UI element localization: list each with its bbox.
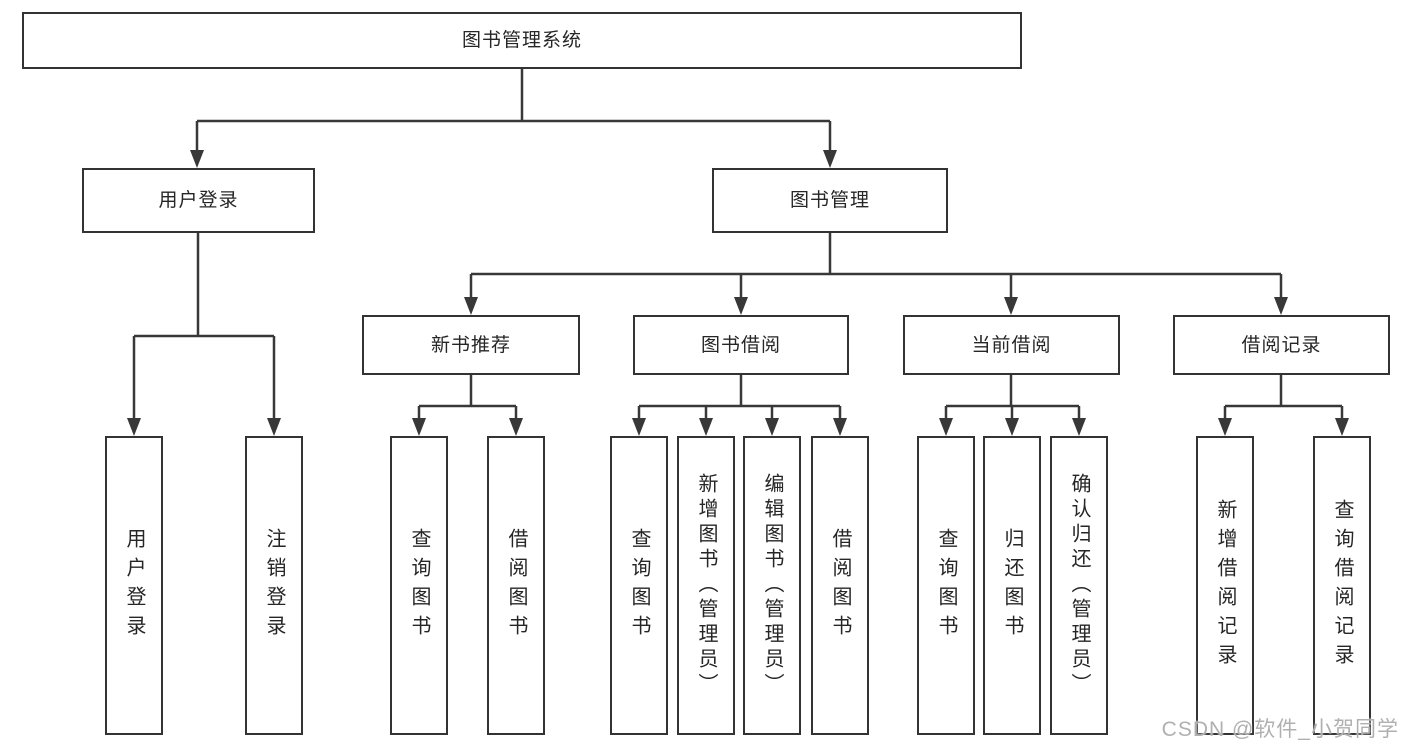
edge-user-login-to-leaves: [132, 233, 276, 420]
node-book-borrowing: 图书借阅: [633, 315, 849, 375]
leaf-edit-book-admin: 编辑图书（管理员）: [743, 436, 801, 735]
arrowhead: [734, 297, 748, 315]
arrowhead: [833, 418, 847, 436]
leaf-query-borrow-record-label: 查询借阅记录: [1331, 498, 1353, 673]
node-new-book-recommend: 新书推荐: [362, 315, 580, 375]
node-book-borrowing-label: 图书借阅: [700, 334, 781, 356]
node-current-borrowing: 当前借阅: [903, 315, 1120, 375]
arrowhead: [1218, 418, 1232, 436]
leaf-borrow-books: 借阅图书: [811, 436, 869, 735]
leaf-query-books-rec: 查询图书: [390, 436, 448, 735]
leaf-add-borrow-record: 新增借阅记录: [1196, 436, 1254, 735]
arrowhead: [632, 418, 646, 436]
node-root: 图书管理系统: [22, 12, 1022, 69]
arrowhead: [1274, 297, 1288, 315]
node-root-label: 图书管理系统: [461, 30, 582, 51]
leaf-return-books-label: 归还图书: [1001, 527, 1023, 644]
edge-borrow-record-to-leaves: [1223, 375, 1344, 421]
node-borrow-records-label: 借阅记录: [1241, 334, 1322, 356]
leaf-query-books-current-label: 查询图书: [935, 527, 957, 644]
arrowhead: [765, 418, 779, 436]
arrowhead: [939, 418, 953, 436]
arrowhead: [412, 418, 426, 436]
leaf-confirm-return-admin: 确认归还（管理员）: [1050, 436, 1108, 735]
leaf-query-borrow-record: 查询借阅记录: [1313, 436, 1371, 735]
edge-new-book-rec-to-leaves: [417, 375, 518, 421]
arrowhead: [1005, 418, 1019, 436]
arrowhead: [1335, 418, 1349, 436]
edge-root-to-level2: [195, 69, 832, 152]
leaf-borrow-books-label: 借阅图书: [829, 527, 851, 644]
csdn-watermark: CSDN @软件_小贺同学: [1161, 718, 1399, 741]
arrowhead: [699, 418, 713, 436]
node-borrow-records: 借阅记录: [1173, 315, 1390, 375]
leaf-add-book-admin: 新增图书（管理员）: [677, 436, 735, 735]
arrowhead: [127, 418, 141, 436]
leaf-user-login: 用户登录: [105, 436, 163, 735]
node-user-login: 用户登录: [82, 168, 315, 233]
node-book-management-label: 图书管理: [789, 190, 870, 211]
arrowhead: [464, 297, 478, 315]
leaf-borrow-books-rec-label: 借阅图书: [505, 527, 527, 644]
leaf-query-books-borrow-label: 查询图书: [628, 527, 650, 644]
leaf-add-book-admin-label: 新增图书（管理员）: [695, 473, 717, 698]
arrowhead: [823, 150, 837, 168]
leaf-add-borrow-record-label: 新增借阅记录: [1214, 498, 1236, 673]
arrowhead: [267, 418, 281, 436]
leaf-logout-label: 注销登录: [263, 527, 285, 644]
leaf-edit-book-admin-label: 编辑图书（管理员）: [761, 473, 783, 698]
leaf-borrow-books-rec: 借阅图书: [487, 436, 545, 735]
arrowhead: [509, 418, 523, 436]
leaf-logout: 注销登录: [245, 436, 303, 735]
edge-book-mgmt-to-level3: [469, 233, 1283, 299]
leaf-query-books-current: 查询图书: [917, 436, 975, 735]
edge-book-borrow-to-leaves: [637, 375, 842, 421]
node-new-book-recommend-label: 新书推荐: [430, 334, 511, 356]
leaf-confirm-return-admin-label: 确认归还（管理员）: [1068, 473, 1090, 698]
leaf-return-books: 归还图书: [983, 436, 1041, 735]
arrowhead: [190, 150, 204, 168]
node-book-management: 图书管理: [712, 168, 948, 233]
leaf-user-login-label: 用户登录: [123, 527, 145, 644]
arrowhead: [1072, 418, 1086, 436]
edge-current-borrow-to-leaves: [944, 375, 1081, 421]
leaf-query-books-rec-label: 查询图书: [408, 527, 430, 644]
leaf-query-books-borrow: 查询图书: [610, 436, 668, 735]
arrowhead: [1004, 297, 1018, 315]
node-current-borrowing-label: 当前借阅: [971, 334, 1052, 356]
node-user-login-label: 用户登录: [158, 190, 239, 211]
